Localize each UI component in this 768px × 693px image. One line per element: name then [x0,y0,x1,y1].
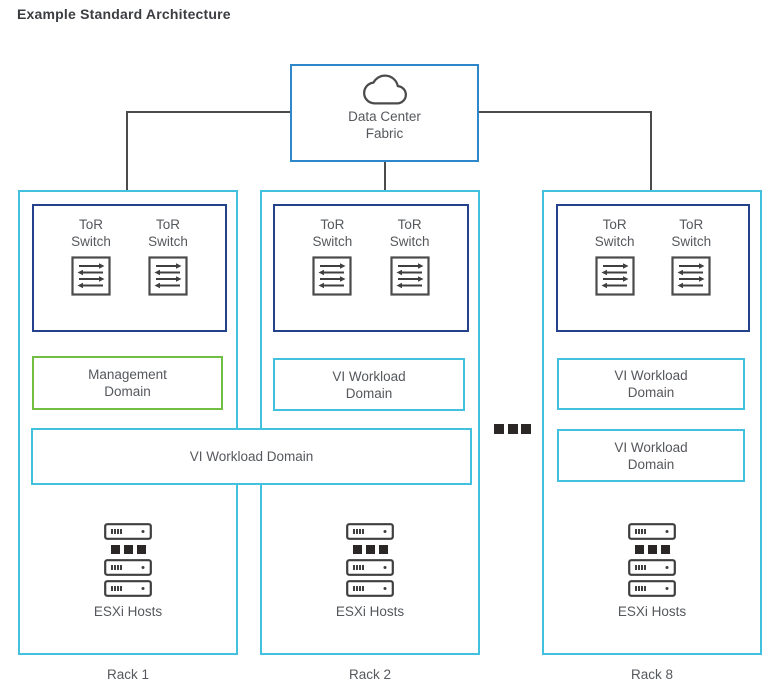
rack2-label: Rack 2 [348,667,392,682]
tor-switch: ToR Switch [671,216,711,296]
rack2-esxi-hosts: ESXi Hosts [262,523,478,619]
tor-switch-label: ToR Switch [671,217,712,249]
rack-8: ToR Switch ToR [542,190,762,655]
rack8-vi-workload-domain-box-1: VI Workload Domain [557,358,745,410]
server-icon [628,580,676,597]
rack-1: ToR Switch ToR [18,190,238,655]
server-icon [104,559,152,576]
server-icon [104,580,152,597]
rack8-tor-box: ToR Switch ToR [556,204,750,332]
switch-icon [595,256,635,296]
connector-left-horizontal [126,111,290,113]
connector-right-horizontal [477,111,652,113]
server-icon [628,559,676,576]
server-icon [104,523,152,540]
fabric-label-line1: Data Center [348,109,421,124]
tor-switch-label: ToR Switch [148,217,188,249]
tor-switch: ToR Switch [390,216,430,296]
tor-switch: ToR Switch [312,216,352,296]
rack8-label: Rack 8 [630,667,674,682]
tor-switch-label: ToR Switch [71,217,111,249]
tor-switch-label: ToR Switch [594,217,635,249]
fabric-label: Data Center Fabric [348,108,421,142]
esxi-hosts-label: ESXi Hosts [617,604,687,619]
tor-switch: ToR Switch [71,216,111,296]
ellipsis-icon [634,545,670,554]
fabric-label-line2: Fabric [365,126,404,141]
server-icon [346,559,394,576]
switch-icon [312,256,352,296]
rack8-esxi-hosts: ESXi Hosts [544,523,760,619]
esxi-hosts-label: ESXi Hosts [335,604,405,619]
rack8-vi-workload-domain-box-2: VI Workload Domain [557,429,745,482]
management-domain-box: Management Domain [32,356,223,410]
rack-ellipsis-icon [494,424,531,434]
ellipsis-icon [110,545,146,554]
switch-icon [390,256,430,296]
data-center-fabric-box: Data Center Fabric [290,64,479,162]
rack-2: ToR Switch ToR [260,190,480,655]
connector-right-vertical [650,111,652,190]
cloud-icon [362,74,407,105]
server-icon [346,580,394,597]
rack2-tor-box: ToR Switch ToR [273,204,469,332]
rack1-esxi-hosts: ESXi Hosts [20,523,236,619]
switch-icon [671,256,711,296]
server-icon [628,523,676,540]
connector-center-vertical [384,160,386,190]
spanning-domain-label: VI Workload Domain [189,449,314,464]
page-title: Example Standard Architecture [17,6,231,22]
rack2-vi-workload-domain-box: VI Workload Domain [273,358,465,411]
esxi-hosts-label: ESXi Hosts [93,604,163,619]
rack1-label: Rack 1 [106,667,150,682]
ellipsis-icon [352,545,388,554]
tor-switch: ToR Switch [595,216,635,296]
server-icon [346,523,394,540]
spanning-vi-workload-domain-box: VI Workload Domain [31,428,472,485]
rack1-tor-box: ToR Switch ToR [32,204,227,332]
connector-left-vertical [126,111,128,190]
switch-icon [71,256,111,296]
tor-switch: ToR Switch [148,216,188,296]
tor-switch-label: ToR Switch [389,217,430,249]
switch-icon [148,256,188,296]
tor-switch-label: ToR Switch [312,217,353,249]
